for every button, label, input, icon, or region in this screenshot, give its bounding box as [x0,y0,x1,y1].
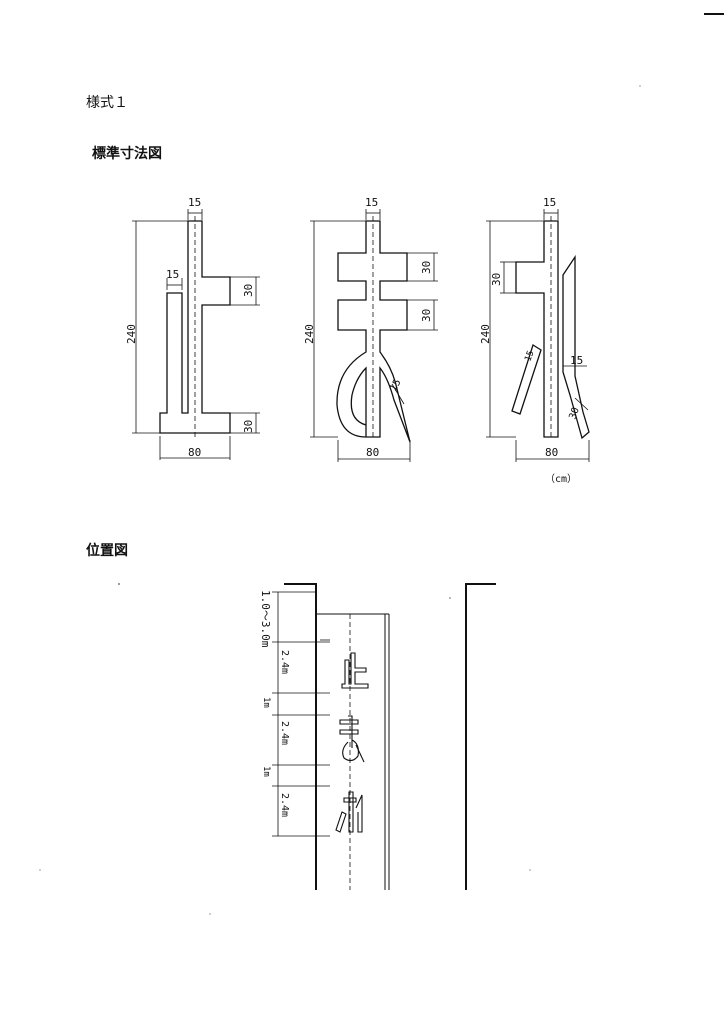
dim-c-arm: 30 [490,273,503,286]
dim-b-tail: 15 [388,378,404,394]
dim-b-height: 240 [303,324,316,344]
location-diagram: 1.0～3.0m 2.4m 1m 2.4m 1m 2.4m [259,583,496,890]
road-edge-left [284,583,317,890]
dim-b-top: 15 [365,196,378,209]
section-title-standard-dimensions: 標準寸法図 [92,146,162,162]
glyph-a-diagram: 15 15 240 30 30 80 [125,196,260,460]
unit-label: （cm） [545,473,577,485]
glyph-c-stroke [562,254,590,440]
dim-road-offset: 1.0～3.0m [259,590,272,648]
section-title-location: 位置図 [86,543,128,559]
form-label: 様式１ [86,95,128,111]
dim-c-stroke: 15 [570,354,583,367]
dim-a-height: 240 [125,324,138,344]
glyph-b-outline [336,220,411,443]
dim-c-slash: 15 [523,349,536,363]
glyph-c-arm [515,220,559,438]
dim-a-stem: 15 [166,268,179,281]
dim-c-width: 80 [545,446,558,459]
glyph-c-slash [511,344,542,415]
dim-gap-1: 1m [261,697,271,708]
road-marking-2 [339,715,365,763]
dim-c-hook: 30 [567,406,581,421]
dim-a-arm: 30 [242,284,255,297]
dim-marking-2: 2.4m [279,721,290,745]
dim-gap-2: 1m [261,766,271,777]
dim-marking-1: 2.4m [279,650,290,674]
glyph-b-diagram: 15 240 30 30 15 80 [303,196,438,462]
dim-b-bar1: 30 [420,261,433,274]
scan-specks [39,85,641,915]
dim-c-height: 240 [479,324,492,344]
dim-b-width: 80 [366,446,379,459]
road-edge-right [465,583,496,890]
dim-marking-3: 2.4m [279,793,290,817]
glyph-c-diagram: 15 240 30 15 15 30 80 （cm） [479,196,590,485]
glyph-a-outline [159,220,231,434]
dim-c-top: 15 [543,196,556,209]
road-marking-3 [335,791,363,833]
dim-a-top: 15 [188,196,201,209]
dim-a-base: 30 [242,420,255,433]
road-marking-1 [341,652,369,689]
dim-a-width: 80 [188,446,201,459]
dim-b-bar2: 30 [420,309,433,322]
